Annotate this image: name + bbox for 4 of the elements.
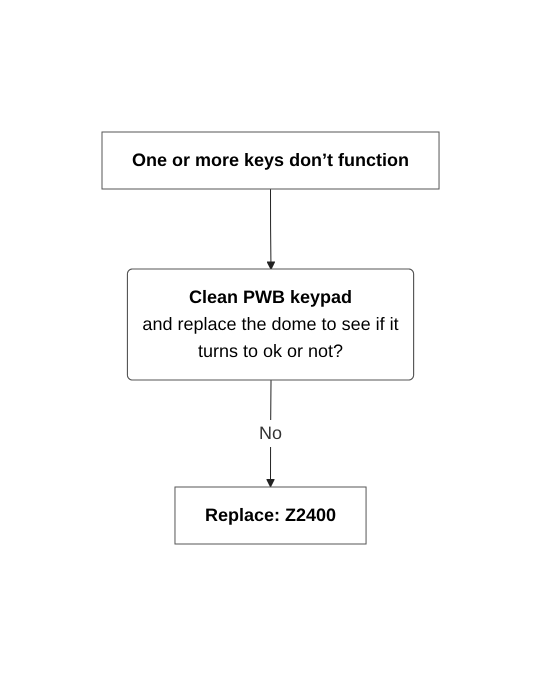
node-box: One or more keys don’t function (101, 131, 440, 189)
arrow (266, 188, 276, 270)
node-box: Replace: Z2400 (174, 486, 367, 544)
edge-label: No (258, 422, 282, 442)
